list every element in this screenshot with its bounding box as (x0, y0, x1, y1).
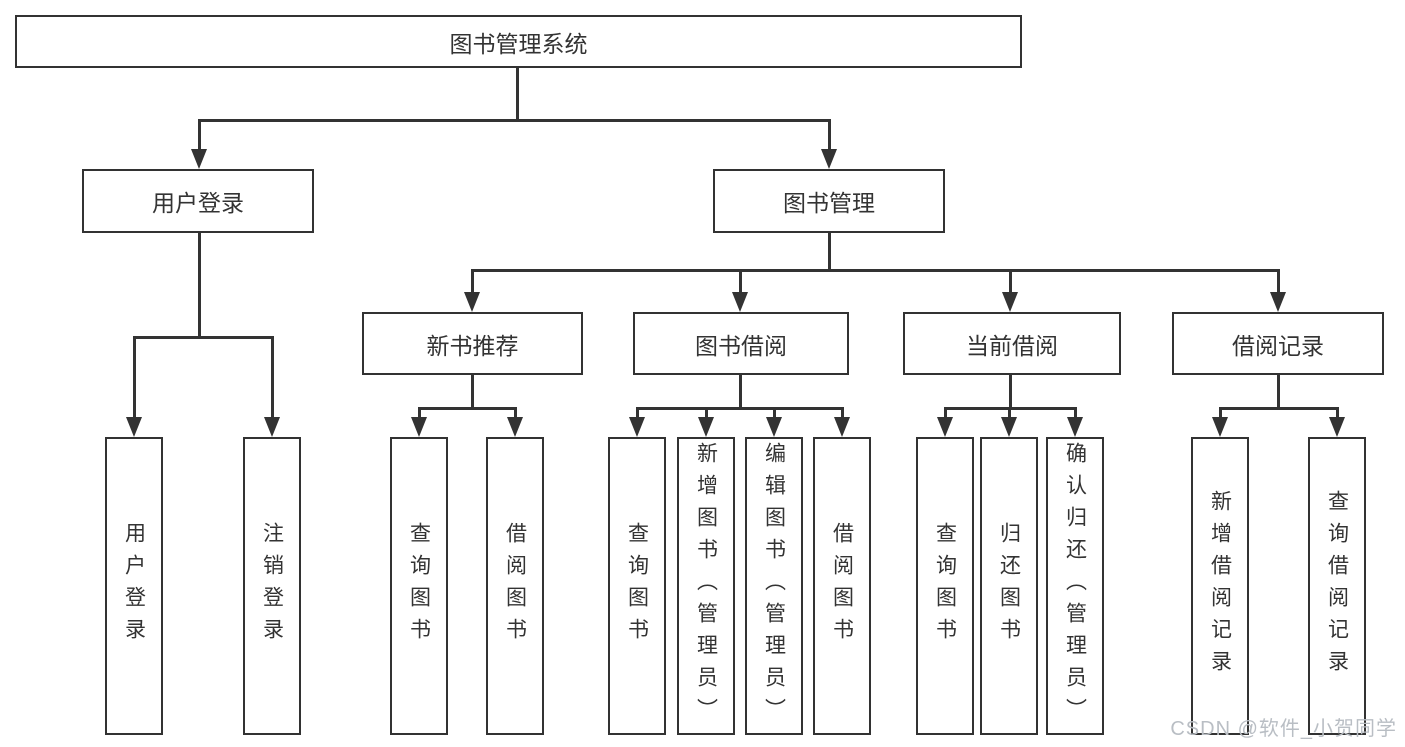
arrow-down-icon (629, 417, 645, 437)
connector-line (704, 407, 708, 421)
leaf-user-login: 用户登录 (105, 437, 163, 735)
leaf-borrow-books-borrowing-label: 借阅图书 (830, 522, 854, 650)
arrow-down-icon (464, 292, 480, 312)
node-library-system-label: 图书管理系统 (449, 30, 588, 57)
connector-line (197, 120, 201, 154)
connector-line (1007, 407, 1011, 421)
arrow-down-icon (191, 149, 207, 169)
connector-line (1335, 407, 1339, 421)
connector-line (417, 406, 517, 410)
leaf-query-books-recommend: 查询图书 (390, 437, 448, 735)
node-borrowing-records-label: 借阅记录 (1232, 332, 1324, 359)
leaf-query-books-recommend-label: 查询图书 (407, 522, 431, 650)
arrow-down-icon (834, 417, 850, 437)
connector-line (515, 68, 519, 122)
leaf-confirm-return-admin: 确认归还（管理员） (1046, 437, 1104, 735)
leaf-query-borrow-record-label: 查询借阅记录 (1325, 490, 1349, 682)
node-user-login-label: 用户登录 (152, 190, 244, 216)
leaf-borrow-books-borrowing: 借阅图书 (813, 437, 871, 735)
connector-line (738, 374, 742, 410)
connector-line (197, 118, 831, 122)
connector-line (1073, 407, 1077, 421)
connector-line (132, 335, 274, 339)
leaf-logout: 注销登录 (243, 437, 301, 735)
connector-line (1218, 407, 1222, 421)
connector-line (943, 407, 947, 421)
watermark: CSDN @软件_小贺同学 (1170, 718, 1397, 740)
node-user-login: 用户登录 (82, 169, 314, 233)
leaf-query-borrow-record: 查询借阅记录 (1308, 437, 1366, 735)
arrow-down-icon (507, 417, 523, 437)
connector-line (840, 407, 844, 421)
connector-line (470, 268, 1280, 272)
leaf-return-books: 归还图书 (980, 437, 1038, 735)
leaf-query-books-current: 查询图书 (916, 437, 974, 735)
node-current-borrowing-label: 当前借阅 (966, 332, 1058, 359)
node-book-management: 图书管理 (713, 169, 945, 233)
arrow-down-icon (411, 417, 427, 437)
arrow-down-icon (264, 417, 280, 437)
node-book-management-label: 图书管理 (783, 190, 875, 216)
leaf-query-books-borrowing-label: 查询图书 (625, 522, 649, 650)
connector-line (772, 407, 776, 421)
arrow-down-icon (732, 292, 748, 312)
connector-line (132, 336, 136, 421)
connector-line (1276, 269, 1280, 296)
leaf-add-book-admin: 新增图书（管理员） (677, 437, 735, 735)
leaf-add-book-admin-label: 新增图书（管理员） (694, 442, 718, 730)
node-borrowing-records: 借阅记录 (1172, 312, 1384, 375)
arrow-down-icon (698, 417, 714, 437)
connector-line (635, 406, 844, 410)
leaf-query-books-borrowing: 查询图书 (608, 437, 666, 735)
arrow-down-icon (937, 417, 953, 437)
leaf-return-books-label: 归还图书 (997, 522, 1021, 650)
arrow-down-icon (1067, 417, 1083, 437)
connector-line (635, 407, 639, 421)
connector-line (1008, 269, 1012, 296)
connector-line (1218, 406, 1339, 410)
connector-line (738, 269, 742, 296)
connector-line (827, 120, 831, 154)
node-current-borrowing: 当前借阅 (903, 312, 1121, 375)
connector-line (197, 231, 201, 338)
connector-line (1008, 374, 1012, 410)
node-new-book-recommend: 新书推荐 (362, 312, 583, 375)
connector-line (827, 231, 831, 272)
leaf-query-books-current-label: 查询图书 (933, 522, 957, 650)
leaf-borrow-books-recommend: 借阅图书 (486, 437, 544, 735)
node-library-system: 图书管理系统 (15, 15, 1022, 68)
node-book-borrowing: 图书借阅 (633, 312, 849, 375)
arrow-down-icon (126, 417, 142, 437)
leaf-borrow-books-recommend-label: 借阅图书 (503, 522, 527, 650)
node-book-borrowing-label: 图书借阅 (695, 332, 787, 359)
connector-line (270, 336, 274, 421)
arrow-down-icon (1001, 417, 1017, 437)
connector-line (470, 374, 474, 410)
node-new-book-recommend-label: 新书推荐 (426, 332, 519, 359)
arrow-down-icon (1212, 417, 1228, 437)
connector-line (417, 407, 421, 421)
arrow-down-icon (766, 417, 782, 437)
connector-line (470, 269, 474, 296)
arrow-down-icon (1270, 292, 1286, 312)
leaf-add-borrow-record: 新增借阅记录 (1191, 437, 1249, 735)
leaf-edit-book-admin-label: 编辑图书（管理员） (762, 442, 786, 730)
arrow-down-icon (821, 149, 837, 169)
connector-line (1276, 374, 1280, 410)
connector-line (513, 407, 517, 421)
leaf-edit-book-admin: 编辑图书（管理员） (745, 437, 803, 735)
leaf-confirm-return-admin-label: 确认归还（管理员） (1063, 442, 1087, 730)
leaf-user-login-label: 用户登录 (122, 522, 146, 650)
leaf-logout-label: 注销登录 (260, 522, 284, 650)
arrow-down-icon (1002, 292, 1018, 312)
arrow-down-icon (1329, 417, 1345, 437)
leaf-add-borrow-record-label: 新增借阅记录 (1208, 490, 1232, 682)
